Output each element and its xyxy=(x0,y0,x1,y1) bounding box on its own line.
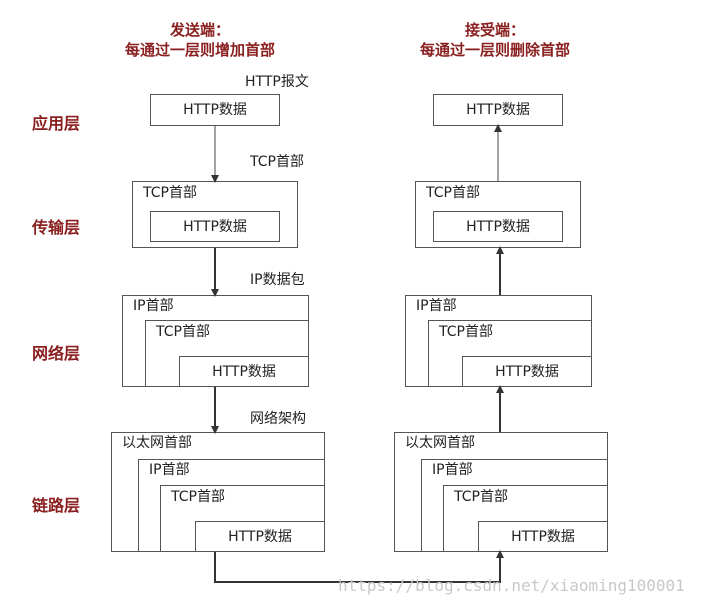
receiver-network-http-label: HTTP数据 xyxy=(495,363,559,380)
receiver-link-http-box: HTTP数据 xyxy=(478,521,608,552)
link-connector xyxy=(214,550,504,583)
sender-link-http-label: HTTP数据 xyxy=(228,528,292,545)
sender-title: 发送端： 每通过一层则增加首部 xyxy=(100,20,300,60)
sender-title-line1: 发送端： xyxy=(169,21,230,39)
sender-network-http-box: HTTP数据 xyxy=(179,356,309,387)
receiver-link-http-label: HTTP数据 xyxy=(511,528,575,545)
receiver-title-line1: 接受端： xyxy=(464,21,525,39)
receiver-link-tcp-label: TCP首部 xyxy=(454,489,508,505)
receiver-link-ethernet-label: 以太网首部 xyxy=(405,435,475,451)
watermark: https://blog.csdn.net/xiaoming100001 xyxy=(338,576,685,595)
receiver-title: 接受端： 每通过一层则删除首部 xyxy=(395,20,595,60)
layer-label-link: 链路层 xyxy=(32,496,81,515)
layer-label-transport: 传输层 xyxy=(32,218,81,237)
layer-label-application: 应用层 xyxy=(32,114,81,133)
annotation-tcp-header: TCP首部 xyxy=(250,154,304,170)
sender-transport-tcp-label: TCP首部 xyxy=(143,185,197,201)
receiver-transport-http-box: HTTP数据 xyxy=(433,211,563,242)
receiver-network-http-box: HTTP数据 xyxy=(462,356,592,387)
annotation-network-frame: 网络架构 xyxy=(250,411,306,427)
receiver-app-http-label: HTTP数据 xyxy=(466,102,530,118)
sender-transport-http-box: HTTP数据 xyxy=(150,211,280,242)
annotation-ip-packet: IP数据包 xyxy=(250,272,305,288)
sender-network-ip-label: IP首部 xyxy=(133,298,174,314)
sender-app-http-box: HTTP数据 xyxy=(150,94,280,126)
receiver-transport-tcp-label: TCP首部 xyxy=(426,185,480,201)
sender-network-http-label: HTTP数据 xyxy=(212,363,276,380)
receiver-network-ip-label: IP首部 xyxy=(416,298,457,314)
receiver-title-line2: 每通过一层则删除首部 xyxy=(419,41,570,59)
sender-link-http-box: HTTP数据 xyxy=(195,521,325,552)
sender-app-http-label: HTTP数据 xyxy=(183,102,247,118)
sender-link-ip-label: IP首部 xyxy=(149,462,190,478)
sender-title-line2: 每通过一层则增加首部 xyxy=(124,41,275,59)
sender-transport-http-label: HTTP数据 xyxy=(183,218,247,235)
receiver-network-tcp-label: TCP首部 xyxy=(439,324,493,340)
sender-link-ethernet-label: 以太网首部 xyxy=(122,435,192,451)
layer-label-network: 网络层 xyxy=(32,344,81,363)
annotation-http-message: HTTP报文 xyxy=(245,74,309,90)
sender-network-tcp-label: TCP首部 xyxy=(156,324,210,340)
receiver-transport-http-label: HTTP数据 xyxy=(466,218,530,235)
receiver-link-ip-label: IP首部 xyxy=(432,462,473,478)
sender-link-tcp-label: TCP首部 xyxy=(171,489,225,505)
